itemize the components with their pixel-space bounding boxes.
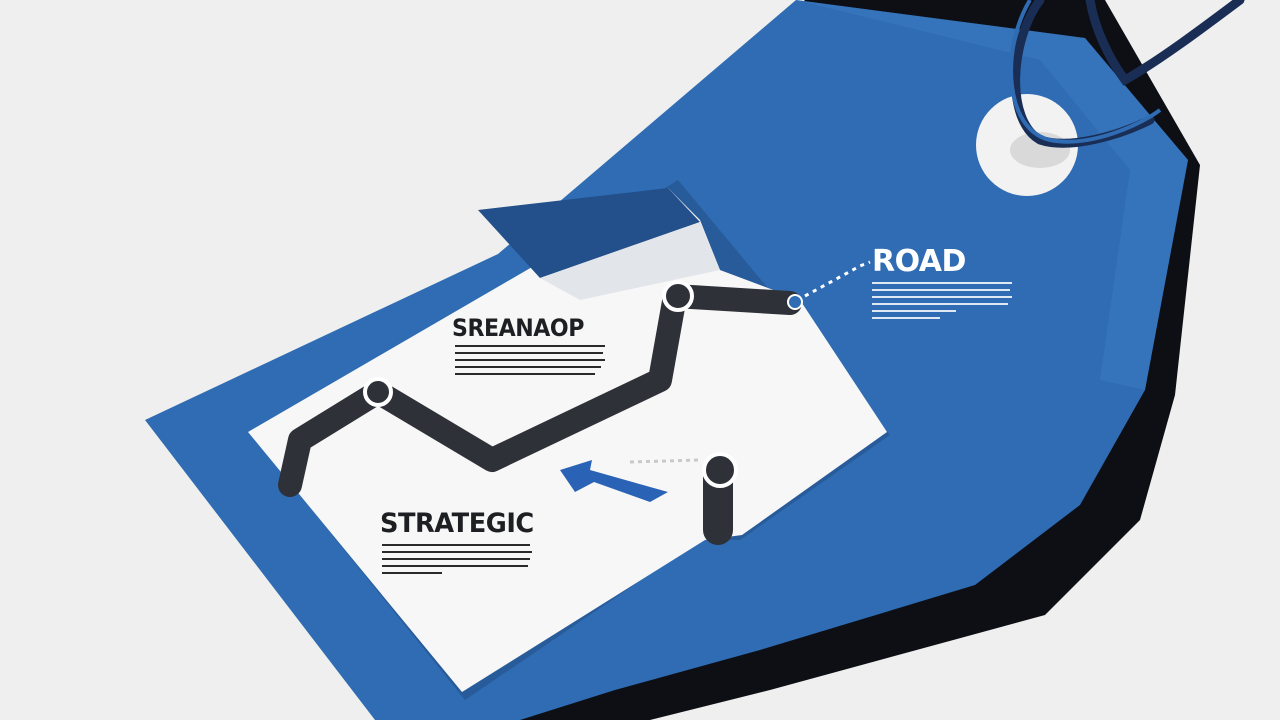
text-lines-road [872, 282, 1012, 319]
waypoint-icon [702, 452, 738, 488]
leader-line [804, 260, 871, 298]
strategic-label: STRATEGIC [380, 508, 534, 539]
waypoint-icon [363, 377, 393, 407]
text-lines-strategic [382, 544, 532, 574]
leader-line [629, 458, 701, 464]
map-title-label: SREANAOP [452, 314, 584, 342]
waypoint-icon [787, 294, 803, 310]
text-lines-map-title [455, 345, 605, 375]
map-fold-light [540, 222, 720, 300]
arrow-icon [560, 460, 668, 502]
string-loop [1009, 0, 1162, 144]
tag-sheen [796, 0, 1188, 390]
waypoint-icon [662, 280, 694, 312]
map-fold [478, 188, 700, 278]
road-label: ROAD [872, 244, 966, 279]
